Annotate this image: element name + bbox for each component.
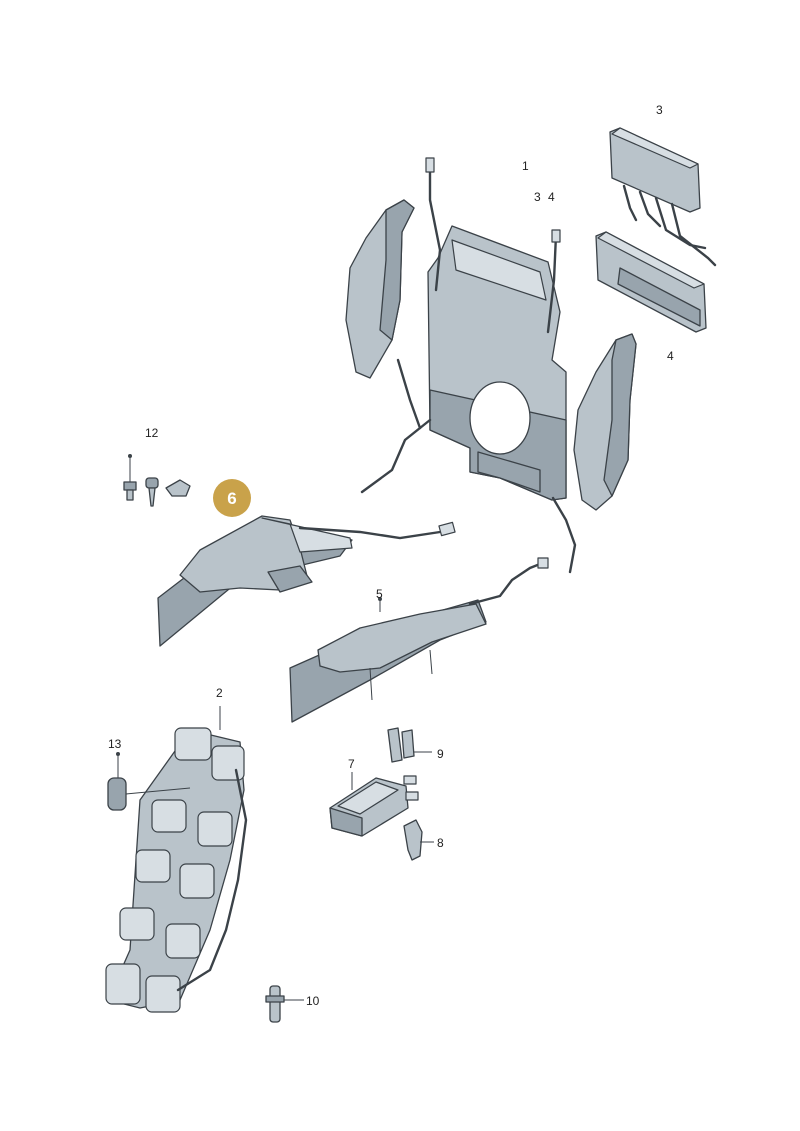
clip-part-8 (403, 819, 434, 861)
connector-part-9 (387, 727, 432, 763)
control-module-lower (595, 231, 707, 333)
pump-valve-unit (329, 772, 419, 837)
callout-9: 9 (437, 747, 444, 761)
control-module-upper (609, 127, 717, 267)
callout-4-side: 4 (667, 349, 674, 363)
callout-1: 1 (522, 159, 529, 173)
pin-part-10 (265, 985, 304, 1023)
callout-12: 12 (145, 426, 159, 440)
left-side-bolster (345, 199, 422, 430)
callout-10: 10 (306, 994, 320, 1008)
upper-leaders (378, 597, 382, 612)
seat-heating-pad (289, 557, 549, 723)
right-side-bolster (573, 333, 637, 511)
highlight-badge-circle (213, 479, 251, 517)
callout-7: 7 (348, 757, 355, 771)
callout-3-top: 3 (656, 103, 663, 117)
backrest-heating-pad (157, 515, 456, 647)
backrest-frame-plate (360, 157, 577, 574)
highlight-badge-label: 6 (227, 489, 236, 508)
callout-8: 8 (437, 836, 444, 850)
highlight-badge-6: 6 (213, 479, 251, 517)
callout-4-mid: 4 (548, 190, 555, 204)
fasteners-part-12 (123, 454, 191, 507)
callout-3-mid: 3 (534, 190, 541, 204)
callout-13: 13 (108, 737, 122, 751)
callout-5: 5 (376, 587, 383, 601)
massage-cushion-mat (105, 706, 248, 1013)
plug-part-13 (107, 752, 191, 811)
callout-2: 2 (216, 686, 223, 700)
